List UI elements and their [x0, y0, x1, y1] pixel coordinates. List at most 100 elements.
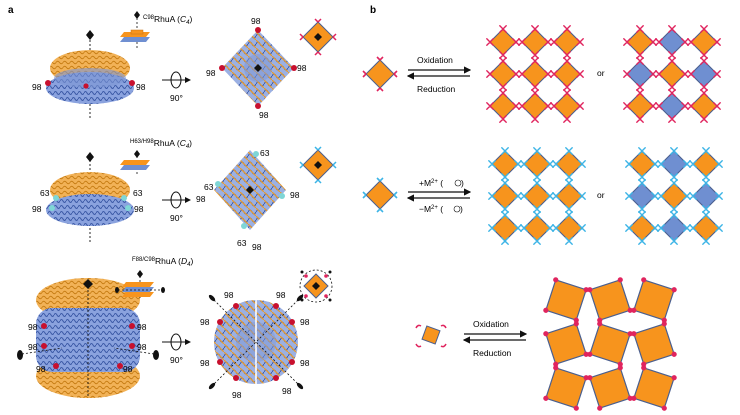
lattice-tile	[488, 179, 522, 213]
residue-label: 98	[290, 190, 300, 200]
lattice-tile	[543, 321, 589, 367]
lattice-tile	[552, 179, 586, 213]
lattice-1-alternating	[623, 25, 721, 123]
lattice-tile	[657, 211, 691, 245]
lattice-tile	[486, 89, 520, 123]
cyan-sphere	[53, 195, 59, 201]
red-sphere	[255, 27, 261, 33]
lattice-tile	[631, 277, 677, 323]
red-sphere	[255, 103, 261, 109]
lattice-tile	[520, 179, 554, 213]
red-sphere	[273, 375, 279, 381]
dyad-marker	[17, 350, 23, 360]
residue-label: 63	[237, 238, 247, 248]
residue-label: 98	[252, 242, 262, 252]
lattice-tile	[631, 365, 677, 411]
forward-label: Oxidation	[473, 319, 509, 329]
dyad-marker	[153, 350, 159, 360]
lattice-tile	[518, 25, 552, 59]
monomer-tile	[362, 56, 398, 92]
residue-label: 98	[134, 204, 144, 214]
lattice-tile	[488, 211, 522, 245]
residue-label: 63	[40, 188, 50, 198]
red-sphere	[273, 303, 279, 309]
residue-label: 63	[260, 148, 270, 158]
red-sphere	[129, 80, 135, 86]
construct-name: C98RhuA (C4)	[143, 14, 193, 26]
row-1-top-view: 98 98 98 98	[206, 16, 307, 120]
residue-label: 98	[137, 342, 147, 352]
row-2-pictogram: H63/H98RhuA (C4)	[120, 138, 192, 176]
row-2-top-view: 63 98 98 63 63 98	[196, 148, 300, 252]
lattice-tile	[657, 179, 691, 213]
residue-label: 98	[137, 322, 147, 332]
svg-text:): )	[461, 178, 464, 188]
lattice-tile	[623, 25, 657, 59]
lattice-tile	[623, 57, 657, 91]
axis-marker-diamond	[86, 30, 94, 40]
red-sphere	[233, 375, 239, 381]
red-sphere	[289, 359, 295, 365]
red-sphere	[129, 323, 135, 329]
reverse-label: −M2+ (	[419, 204, 443, 214]
row-3-top-view: 98 98 98 98 98 98 98 98	[200, 290, 310, 400]
rotation-symbol: 90°	[162, 71, 191, 103]
cyan-sphere	[279, 193, 285, 199]
lattice-tile	[587, 321, 633, 367]
red-sphere	[291, 65, 297, 71]
residue-label: 98	[276, 290, 286, 300]
panel-b-letter: b	[370, 5, 376, 16]
or-label: or	[597, 190, 605, 200]
lattice-tile	[687, 89, 721, 123]
lattice-tile	[518, 89, 552, 123]
red-sphere	[83, 83, 89, 89]
lattice-tile	[655, 25, 689, 59]
lattice-tile	[689, 179, 723, 213]
lattice-tile	[587, 365, 633, 411]
row-3-side-view: 98 98 98 98 98 98	[17, 278, 159, 398]
lattice-tile	[689, 211, 723, 245]
lattice-tile	[552, 211, 586, 245]
cyan-sphere	[49, 205, 55, 211]
tile-icon	[299, 146, 337, 184]
lattice-1-orange	[486, 25, 584, 123]
residue-label: 98	[224, 290, 234, 300]
residue-label: 98	[28, 342, 38, 352]
rotation-label: 90°	[170, 213, 183, 223]
lattice-tile	[552, 147, 586, 181]
lattice-2-orange	[488, 147, 586, 245]
forward-label: +M2+ (	[419, 178, 443, 188]
lattice-tile	[625, 211, 659, 245]
lattice-tile	[543, 365, 589, 411]
rotation-symbol: 90°	[162, 333, 191, 365]
lattice-tile	[587, 277, 633, 323]
axis-marker-diamond	[83, 279, 93, 289]
red-sphere	[217, 319, 223, 325]
residue-label: 98	[200, 317, 210, 327]
row-1-pictogram: C98RhuA (C4)	[120, 11, 193, 50]
lattice-tile	[520, 211, 554, 245]
monomer-tile	[415, 324, 447, 348]
red-sphere	[41, 323, 47, 329]
lattice-tile	[631, 321, 677, 367]
red-sphere	[219, 65, 225, 71]
residue-label: 98	[251, 16, 261, 26]
lattice-tile	[550, 89, 584, 123]
row-3: 98 98 98 98 98 98 F88/C98RhuA (D4)	[17, 256, 333, 400]
red-sphere	[233, 303, 239, 309]
lattice-tile	[687, 25, 721, 59]
center-diamond	[246, 186, 254, 194]
cyan-sphere	[241, 223, 247, 229]
red-sphere	[129, 343, 135, 349]
residue-label: 98	[206, 68, 216, 78]
residue-label: 98	[300, 358, 310, 368]
residue-label: 98	[232, 390, 242, 400]
red-sphere	[41, 343, 47, 349]
panel-a-letter: a	[8, 5, 14, 16]
residue-label: 98	[282, 386, 292, 396]
lattice-tile	[687, 57, 721, 91]
lattice-tile	[550, 25, 584, 59]
lattice-tile	[655, 89, 689, 123]
reaction-arrows: Oxidation Reduction	[406, 55, 472, 94]
